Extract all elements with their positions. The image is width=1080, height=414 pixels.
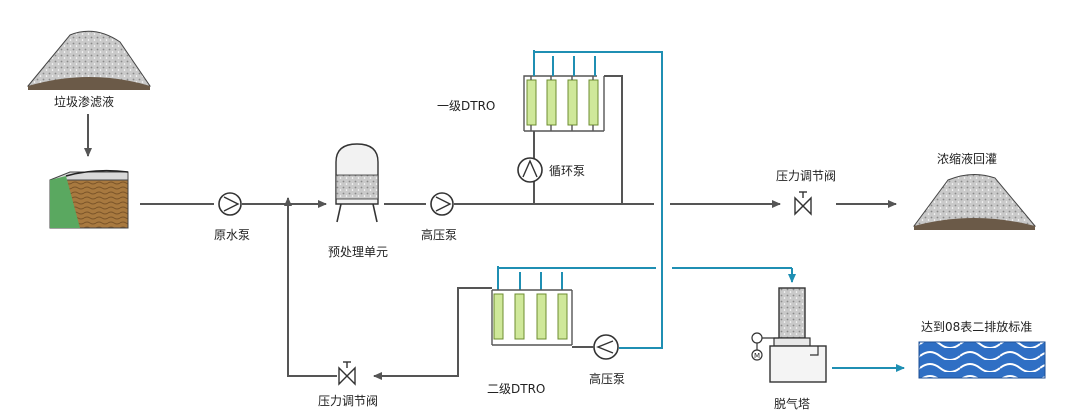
label-dtro-1: 一级DTRO [437, 99, 495, 113]
svg-text:M: M [754, 352, 760, 360]
label-pressure-valve-1: 压力调节阀 [776, 169, 836, 183]
clean-water-icon [918, 341, 1046, 379]
label-degassing-tower: 脱气塔 [774, 396, 810, 411]
label-circ-pump: 循环泵 [549, 164, 585, 178]
label-hp-pump-1: 高压泵 [421, 227, 457, 242]
label-pretreatment: 预处理单元 [328, 245, 388, 259]
label-concentrate: 浓缩液回灌 [937, 151, 997, 166]
pressure-valve-1-icon [794, 191, 812, 216]
dtro-2-modules [491, 289, 573, 346]
degassing-tower-icon: M [751, 287, 827, 383]
pretreatment-vessel-icon [335, 143, 379, 223]
concentrate-landfill-icon [913, 174, 1037, 230]
label-dtro-2: 二级DTRO [487, 382, 545, 396]
raw-water-pump-icon [218, 192, 242, 216]
label-pressure-valve-2: 压力调节阀 [318, 394, 378, 408]
pressure-valve-2-icon [338, 361, 356, 386]
label-leachate: 垃圾渗滤液 [54, 94, 114, 109]
landfill-icon [26, 30, 151, 90]
label-standard: 达到08表二排放标准 [921, 319, 1032, 334]
leachate-pool-icon [49, 169, 129, 229]
high-pressure-pump-1-icon [430, 192, 454, 216]
label-hp-pump-2: 高压泵 [589, 371, 625, 386]
high-pressure-pump-2-icon [593, 334, 619, 360]
dtro-1-modules [523, 75, 605, 132]
circulation-pump-icon [517, 157, 543, 183]
label-raw-pump: 原水泵 [214, 228, 250, 242]
